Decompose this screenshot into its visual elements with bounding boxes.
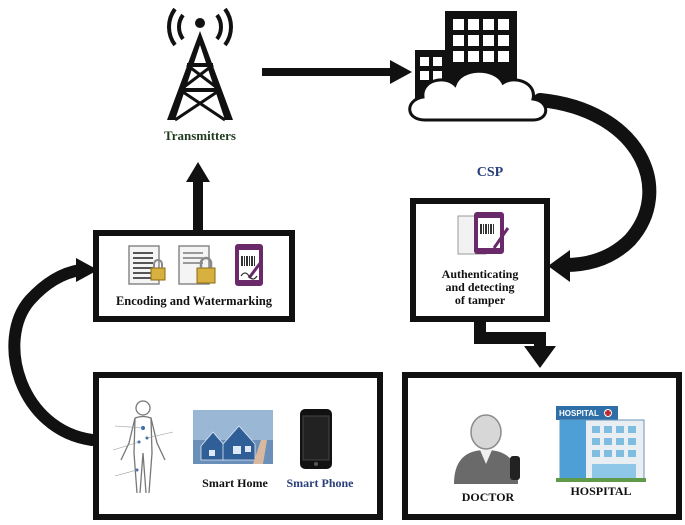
encoding-label: Encoding and Watermarking <box>115 294 273 308</box>
smart-home-label: Smart Home <box>202 476 268 490</box>
encoding-watermarking-box: Encoding and Watermarking <box>93 230 295 322</box>
antenna-tower-icon <box>167 7 233 122</box>
arrow-csp-to-auth <box>533 93 657 282</box>
authentication-box: Authenticating and detecting of tamper <box>410 198 550 322</box>
doctor-icon <box>454 414 520 484</box>
encrypted-document-icon <box>128 245 166 285</box>
hospital-label: HOSPITAL <box>570 484 632 498</box>
human-body-icon <box>112 400 174 494</box>
hospital-icon: HOSPITAL <box>556 406 646 482</box>
hospital-sign-text: HOSPITAL <box>559 409 599 418</box>
auth-label-line1: Authenticating <box>441 267 519 281</box>
auth-label-line3: of tamper <box>454 293 506 307</box>
locked-document-icon <box>178 245 216 285</box>
cloud-icon <box>408 69 548 122</box>
receivers-box: HOSPITAL DOCTOR HOSPITAL <box>402 372 682 520</box>
smartphone-icon <box>300 409 332 469</box>
csp-label: CSP <box>476 165 504 180</box>
arrow-auth-to-receivers <box>474 318 556 368</box>
doctor-label: DOCTOR <box>461 490 515 504</box>
auth-label-line2: and detecting <box>445 280 515 294</box>
transmitters-label: Transmitters <box>164 128 236 143</box>
tablet-sign-icon <box>235 244 263 286</box>
smart-home-icon <box>193 410 273 464</box>
data-sources-box: Smart Home Smart Phone <box>93 372 383 520</box>
tablet-sign-icon <box>457 212 510 255</box>
arrow-transmitters-to-csp <box>262 60 412 84</box>
csp-cloud-buildings <box>408 11 548 122</box>
arrow-sources-to-encoding <box>8 258 98 446</box>
arrow-encoding-to-transmitters <box>186 162 210 232</box>
smart-phone-label: Smart Phone <box>286 476 354 490</box>
